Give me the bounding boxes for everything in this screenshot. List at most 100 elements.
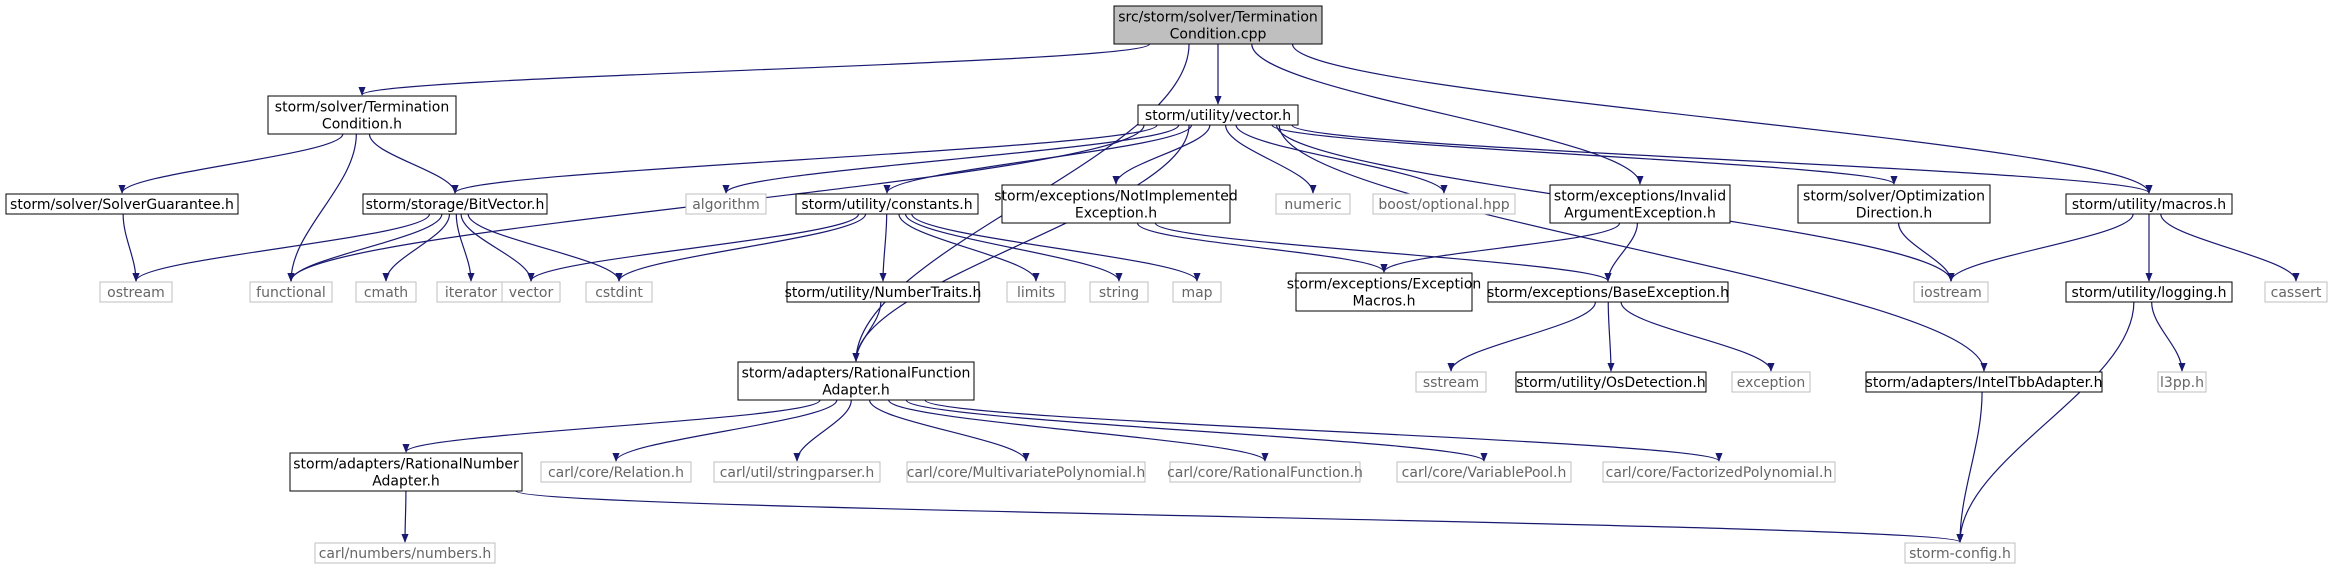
node-label-ostream-0: ostream — [107, 285, 165, 301]
edge-ratfuncadapter-to-stringparser — [793, 399, 852, 462]
node-box-numbers — [314, 542, 496, 564]
node-box-numeric — [1275, 193, 1351, 215]
node-varpool: carl/core/VariablePool.h — [1396, 461, 1572, 483]
node-box-cmath — [355, 281, 417, 303]
node-box-constants — [795, 193, 979, 215]
edge-numbertraits-to-ratfuncadapter — [852, 301, 882, 362]
node-label-varpool-0: carl/core/VariablePool.h — [1402, 465, 1567, 481]
edge-root-to-invalidarg — [1251, 43, 1644, 185]
edge-vector-to-numeric — [1225, 124, 1317, 194]
node-box-numbertraits — [786, 281, 980, 303]
node-vector[interactable]: storm/utility/vector.h — [1137, 104, 1299, 126]
node-box-excmacros — [1295, 272, 1473, 312]
node-box-functional — [249, 281, 333, 303]
node-solverguarantee[interactable]: storm/solver/SolverGuarantee.h — [5, 193, 239, 215]
node-label-ratfuncadapter-0: storm/adapters/RationalFunction — [742, 366, 971, 382]
node-box-invalidarg — [1549, 184, 1731, 224]
edge-constants-to-numbertraits — [879, 213, 888, 282]
node-label-vector-0: storm/utility/vector.h — [1145, 108, 1291, 124]
edge-baseexc-to-exception — [1620, 301, 1775, 372]
node-label-relation-0: carl/core/Relation.h — [548, 465, 684, 481]
edge-ratfuncadapter-to-ratnumadapter — [402, 399, 821, 453]
node-label-numbers-0: carl/numbers/numbers.h — [319, 546, 492, 562]
node-box-exception — [1731, 371, 1811, 393]
edge-ratfuncadapter-to-multivar — [869, 399, 1030, 462]
node-macros[interactable]: storm/utility/macros.h — [2065, 193, 2233, 215]
edge-bitvector-to-cmath — [382, 213, 451, 282]
edge-macros-to-cassert — [2160, 213, 2300, 282]
node-inteltbb[interactable]: storm/adapters/IntelTbbAdapter.h — [1865, 371, 2103, 393]
node-label-ratfuncadapter-1: Adapter.h — [822, 383, 890, 399]
edge-bitvector-to-cstdint — [467, 213, 623, 282]
edge-vector-to-optdir — [1271, 124, 1898, 185]
node-box-cstdint — [585, 281, 653, 303]
node-box-notimpl — [1001, 184, 1231, 224]
edge-ratfuncadapter-to-varpool — [905, 399, 1488, 462]
node-label-ratfunc-0: carl/core/RationalFunction.h — [1167, 465, 1363, 481]
edge-bitvector-to-iterator — [455, 213, 475, 282]
node-label-notimpl-0: storm/exceptions/NotImplemented — [994, 189, 1237, 205]
edge-macros-to-iostream — [1947, 213, 2134, 282]
node-algorithm: algorithm — [685, 193, 767, 215]
node-invalidarg[interactable]: storm/exceptions/InvalidArgumentExceptio… — [1549, 184, 1731, 224]
nodes-layer: src/storm/solver/TerminationCondition.cp… — [5, 5, 2328, 564]
node-notimpl[interactable]: storm/exceptions/NotImplementedException… — [994, 184, 1238, 224]
node-logging[interactable]: storm/utility/logging.h — [2065, 281, 2233, 303]
node-label-string-0: string — [1099, 285, 1139, 301]
edge-vector-to-boostopt — [1235, 124, 1448, 194]
node-bitvector[interactable]: storm/storage/BitVector.h — [362, 193, 548, 215]
node-label-ratnumadapter-0: storm/adapters/RationalNumber — [293, 457, 519, 473]
edge-vector-to-bitvector — [451, 124, 1158, 194]
node-box-solverguarantee — [5, 193, 239, 215]
node-label-ratnumadapter-1: Adapter.h — [372, 474, 440, 490]
node-stormconfig: storm-config.h — [1904, 542, 2016, 564]
edge-constants-to-string — [904, 213, 1123, 282]
node-box-sstream — [1415, 371, 1487, 393]
node-osdetection[interactable]: storm/utility/OsDetection.h — [1515, 371, 1707, 393]
node-baseexc[interactable]: storm/exceptions/BaseException.h — [1487, 281, 1729, 303]
node-numbers: carl/numbers/numbers.h — [314, 542, 496, 564]
node-box-logging — [2065, 281, 2233, 303]
edge-vector-to-algorithm — [722, 124, 1180, 194]
edge-invalidarg-to-baseexc — [1604, 222, 1639, 282]
node-label-stringparser-0: carl/util/stringparser.h — [720, 465, 875, 481]
edge-constants-to-map — [911, 213, 1201, 282]
node-box-multivar — [906, 461, 1146, 483]
edge-solverguarantee-to-ostream — [122, 213, 140, 282]
node-cmath: cmath — [355, 281, 417, 303]
edge-constants-to-limits — [898, 213, 1040, 282]
node-box-ratfuncadapter — [737, 361, 975, 401]
edge-termcond-to-solverguarantee — [118, 133, 344, 194]
node-label-sstream-0: sstream — [1423, 375, 1479, 391]
node-box-stringparser — [713, 461, 881, 483]
edge-notimpl-to-excmacros — [1136, 222, 1388, 273]
node-cstdint: cstdint — [585, 281, 653, 303]
edge-constants-to-vectorstd — [527, 213, 860, 282]
node-root[interactable]: src/storm/solver/TerminationCondition.cp… — [1113, 5, 1323, 45]
edge-vector-to-inteltbb — [1278, 124, 1988, 372]
node-box-l3pp — [2157, 371, 2207, 393]
node-factpoly: carl/core/FactorizedPolynomial.h — [1602, 461, 1836, 483]
node-label-root-0: src/storm/solver/Termination — [1118, 10, 1318, 26]
node-numbertraits[interactable]: storm/utility/NumberTraits.h — [785, 281, 982, 303]
node-label-optdir-1: Direction.h — [1856, 206, 1933, 222]
node-relation: carl/core/Relation.h — [540, 461, 692, 483]
node-box-ratfunc — [1169, 461, 1361, 483]
node-ostream: ostream — [99, 281, 173, 303]
node-string: string — [1089, 281, 1149, 303]
node-label-termcond-0: storm/solver/Termination — [275, 100, 449, 116]
edge-vector-to-notimpl — [1112, 124, 1211, 185]
node-constants[interactable]: storm/utility/constants.h — [795, 193, 979, 215]
node-l3pp: l3pp.h — [2157, 371, 2207, 393]
node-label-cmath-0: cmath — [364, 285, 408, 301]
node-box-stormconfig — [1904, 542, 2016, 564]
edge-ratfuncadapter-to-ratfunc — [888, 399, 1269, 462]
node-box-map — [1172, 281, 1222, 303]
node-box-limits — [1006, 281, 1066, 303]
